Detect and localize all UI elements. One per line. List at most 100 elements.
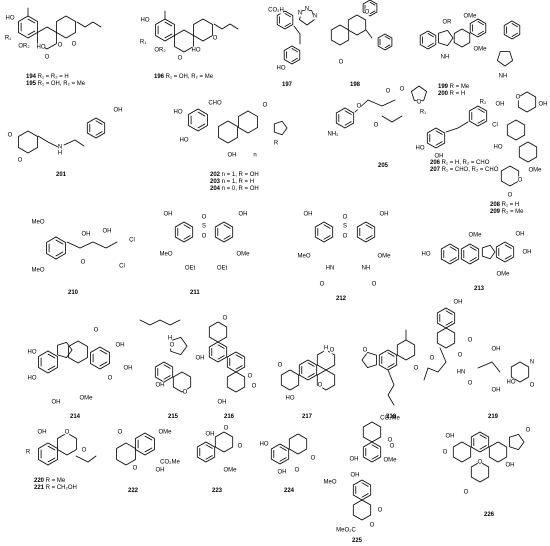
atom-o: O — [386, 89, 391, 95]
double-bond — [445, 321, 453, 326]
atom-oh: OH — [196, 356, 205, 362]
atom-mask — [351, 471, 359, 479]
atom-mask — [116, 341, 124, 349]
double-bond — [279, 446, 287, 451]
double-bond — [427, 42, 435, 47]
atom-o: O — [252, 384, 257, 390]
ring-202-c — [238, 110, 258, 134]
atom-nh: NH — [499, 74, 508, 80]
ring-208-d — [500, 165, 520, 187]
atom-mask — [28, 348, 36, 356]
ring-208-a — [517, 91, 537, 113]
atom-mask — [523, 248, 531, 256]
atom-oh: OH — [228, 153, 237, 159]
atom-o: O — [118, 430, 123, 436]
atom-mask — [516, 230, 524, 238]
atom-oh: OH — [516, 232, 525, 238]
atom-mask — [18, 42, 30, 50]
atom-o: O — [388, 438, 393, 444]
atom-ho: HO — [192, 48, 201, 54]
double-bond — [477, 30, 485, 35]
atom-s: S — [202, 224, 206, 230]
atom-mask — [496, 100, 504, 108]
ring-201-b — [86, 117, 106, 139]
atom-oh: OH — [539, 102, 548, 108]
atom-cl: Cl — [492, 123, 498, 129]
compound-substituents: R₁ = H, R₂ = CHO — [440, 160, 490, 166]
double-bond — [371, 455, 379, 460]
ring-198-d — [377, 33, 393, 51]
atom-ome: OMe — [528, 168, 542, 174]
double-bond — [384, 44, 391, 49]
ring-206-b — [468, 105, 488, 127]
atom-mask — [167, 334, 173, 342]
benzyl-link — [365, 29, 373, 39]
compound-label-216: 216 — [224, 414, 234, 421]
atom-mask — [103, 227, 111, 235]
double-bond — [235, 354, 243, 359]
atom-nh: NH — [362, 266, 371, 272]
double-bond — [55, 251, 64, 257]
atom-mask — [467, 379, 473, 387]
double-bond — [369, 1, 376, 6]
double-bond — [369, 10, 376, 15]
double-bond — [387, 352, 395, 357]
atom-meo: MeO — [297, 254, 310, 260]
atom-mask — [529, 166, 541, 174]
chain-205 — [354, 99, 396, 113]
ring-226-a — [452, 441, 472, 463]
compound-number: 216 — [224, 414, 235, 420]
atom-mask — [298, 252, 310, 260]
atom-ho: HO — [416, 146, 425, 152]
atom-oh: OH — [278, 470, 287, 476]
double-bond — [95, 120, 103, 125]
compound-label-221: 221 R = CH₂OH — [34, 485, 77, 492]
atom-o: O — [72, 42, 77, 48]
atom-oh: OH — [304, 212, 313, 218]
compound-label-219: 219 — [488, 414, 498, 421]
atom-mask — [192, 46, 200, 54]
double-bond — [365, 235, 373, 240]
atom-mask — [373, 121, 379, 129]
compound-number: 202 — [210, 172, 221, 178]
atom-mask — [442, 448, 448, 456]
atom-mask — [469, 231, 481, 239]
compound-label-196: 196 R₁ = OH, R₂ = Me — [154, 74, 213, 81]
atom-nh2: NH₂ — [328, 132, 340, 138]
ring-226-c — [488, 441, 508, 463]
compound-substituents: R₁ = R₂ = H — [36, 74, 69, 80]
double-bond — [205, 455, 213, 460]
atom-co2me: CO₂Me — [160, 460, 180, 466]
ring-226-d — [509, 433, 525, 451]
atom-mask — [57, 143, 63, 151]
double-bond — [479, 445, 487, 450]
compound-label-223: 223 — [212, 488, 222, 495]
linker-197 — [293, 25, 301, 45]
ring-225-d — [352, 499, 372, 521]
atom-mask — [350, 455, 358, 463]
atom-r1: R₁ — [5, 36, 11, 42]
atom-o: O — [530, 383, 535, 389]
atom-mask — [169, 341, 175, 349]
atom-cl: Cl — [119, 264, 125, 270]
atom-mask — [209, 99, 221, 107]
atom-ome: OMe — [496, 272, 510, 278]
atom-mask — [177, 54, 183, 62]
atom-oh: OH — [523, 250, 532, 256]
atom-mask — [161, 458, 179, 466]
ring-223-b — [214, 431, 234, 453]
atom-o: O — [223, 316, 228, 322]
compound-label-213: 213 — [474, 286, 484, 293]
double-bond — [47, 353, 56, 359]
double-bond — [55, 239, 64, 245]
atom-mask — [224, 466, 236, 474]
ring-215-a — [154, 361, 174, 383]
double-bond — [217, 355, 225, 360]
double-bond — [205, 444, 213, 449]
ring-214-a — [38, 350, 58, 374]
atom-oh: OH — [496, 102, 505, 108]
ring-222-a — [116, 442, 136, 466]
compound-substituents: R = Me — [44, 478, 66, 484]
atom-mask — [324, 478, 336, 486]
double-bond — [479, 434, 487, 439]
